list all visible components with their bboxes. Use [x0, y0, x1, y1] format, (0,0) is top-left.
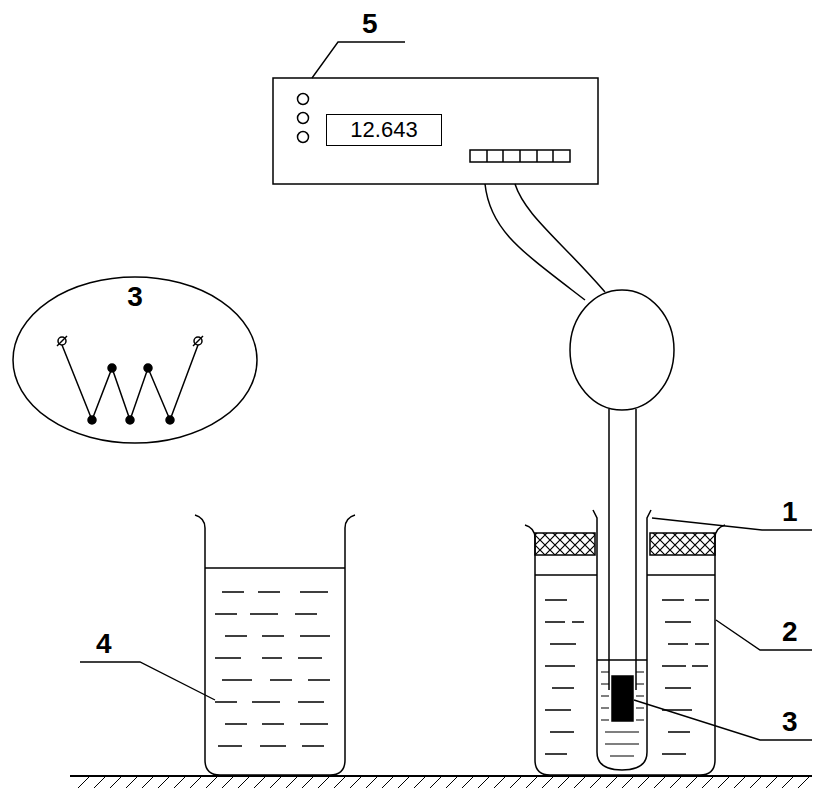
thermocouple-symbol [62, 345, 198, 420]
test-tube [593, 510, 651, 770]
meter-keypad [470, 150, 570, 162]
stopper [650, 533, 715, 555]
callout-number: 3 [782, 708, 798, 736]
callout-number: 2 [782, 618, 798, 646]
stopper [535, 533, 595, 555]
probe-bulb [570, 290, 674, 410]
cable [485, 184, 585, 300]
meter-display: 12.643 [326, 114, 442, 146]
callout-number: 1 [782, 498, 798, 526]
callout-number: 3 [127, 282, 143, 313]
leader-lines [80, 42, 812, 740]
beaker [195, 515, 355, 775]
cable [515, 184, 605, 292]
meter-housing [273, 78, 598, 184]
display-reading: 12.643 [350, 118, 417, 142]
callout-number: 5 [362, 10, 378, 38]
inset-circle: 3 [12, 276, 258, 444]
sensor-element [612, 676, 633, 721]
callout-number: 4 [96, 630, 112, 658]
